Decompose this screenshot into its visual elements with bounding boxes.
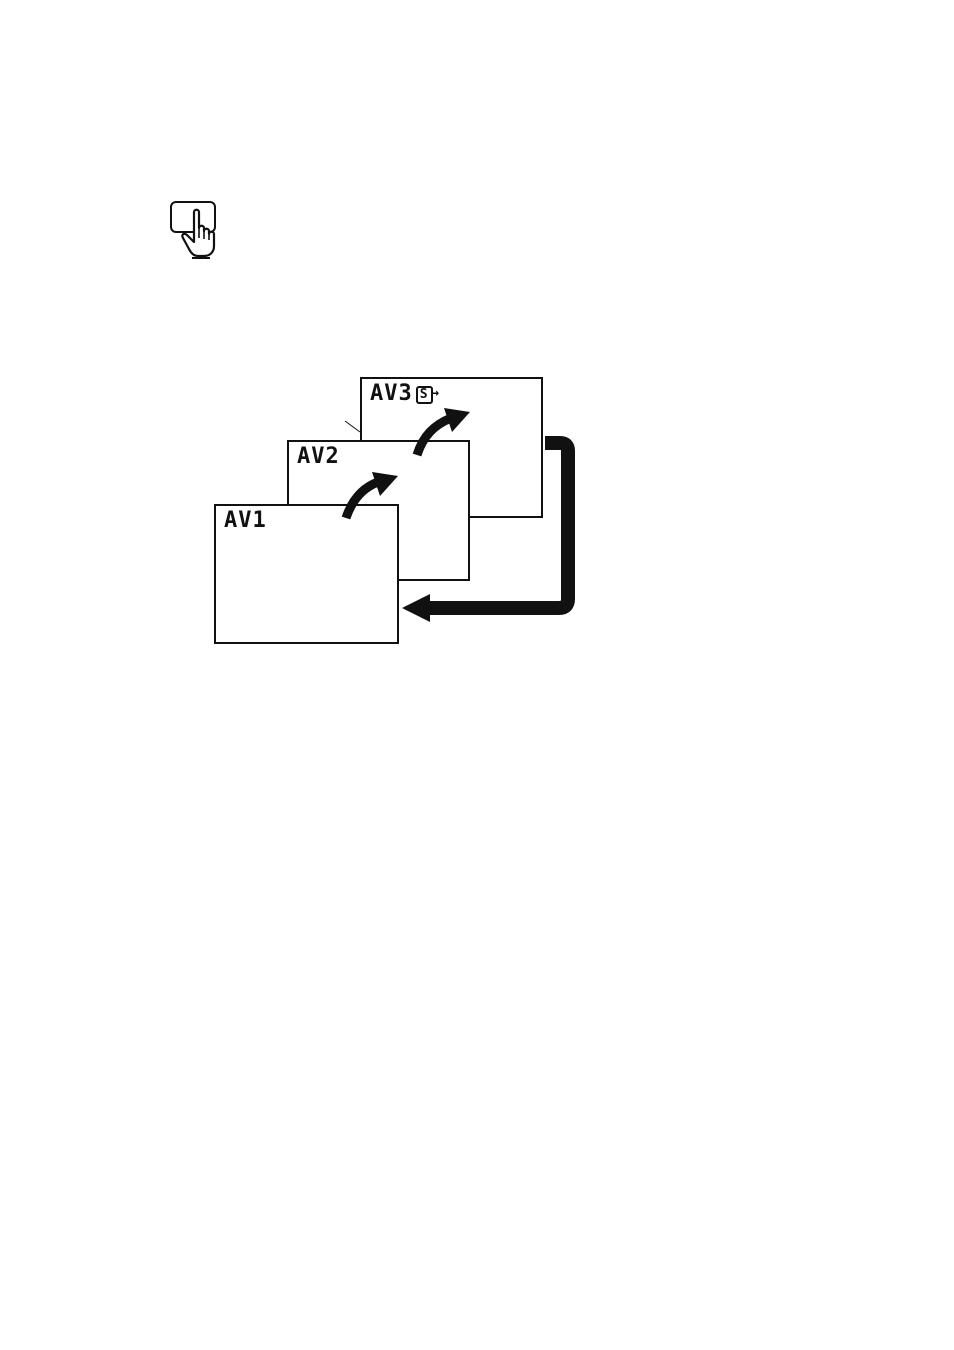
arrow-right-icon: → [431, 386, 440, 400]
screen-av1: AV1 [214, 504, 399, 644]
finger-press-button-icon [166, 198, 222, 262]
screen-label-av1: AV1 [224, 510, 267, 532]
pointer-line [345, 421, 360, 432]
screen-label-av2: AV2 [297, 446, 340, 468]
